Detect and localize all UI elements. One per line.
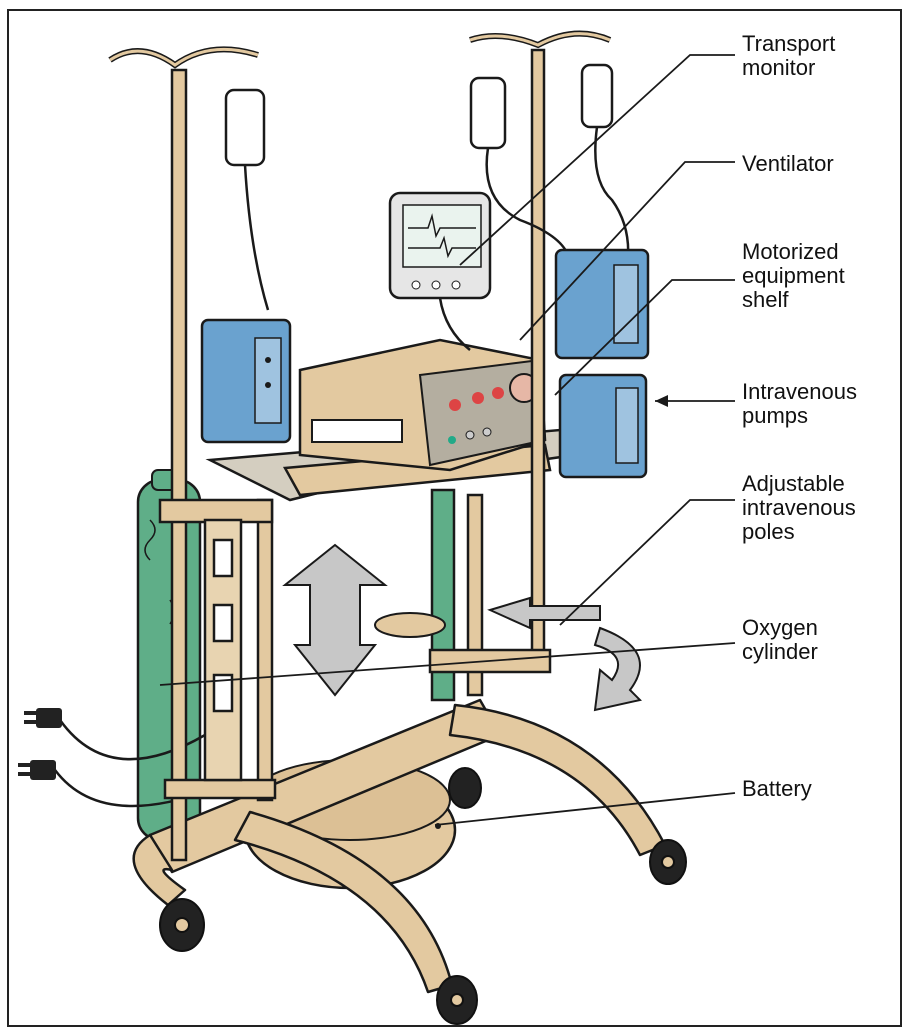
pole-clamp	[375, 613, 445, 637]
left-iv-pump	[202, 320, 290, 442]
label-intravenous-pumps: Intravenous pumps	[742, 380, 857, 428]
power-plugs	[18, 708, 62, 780]
label-oxygen-cylinder: Oxygen cylinder	[742, 616, 818, 664]
left-iv-bag	[226, 90, 268, 310]
label-battery: Battery	[742, 777, 812, 801]
label-ventilator: Ventilator	[742, 152, 834, 176]
right-iv-pumps	[556, 250, 648, 477]
label-transport-monitor: Transport monitor	[742, 32, 835, 80]
ventilator	[300, 340, 545, 470]
pumps-arrowhead	[655, 395, 668, 407]
label-motorized-equipment-shelf: Motorized equipment shelf	[742, 240, 845, 312]
transport-monitor	[390, 193, 490, 350]
right-iv-bags	[471, 65, 628, 258]
label-adjustable-intravenous-poles: Adjustable intravenous poles	[742, 472, 856, 544]
